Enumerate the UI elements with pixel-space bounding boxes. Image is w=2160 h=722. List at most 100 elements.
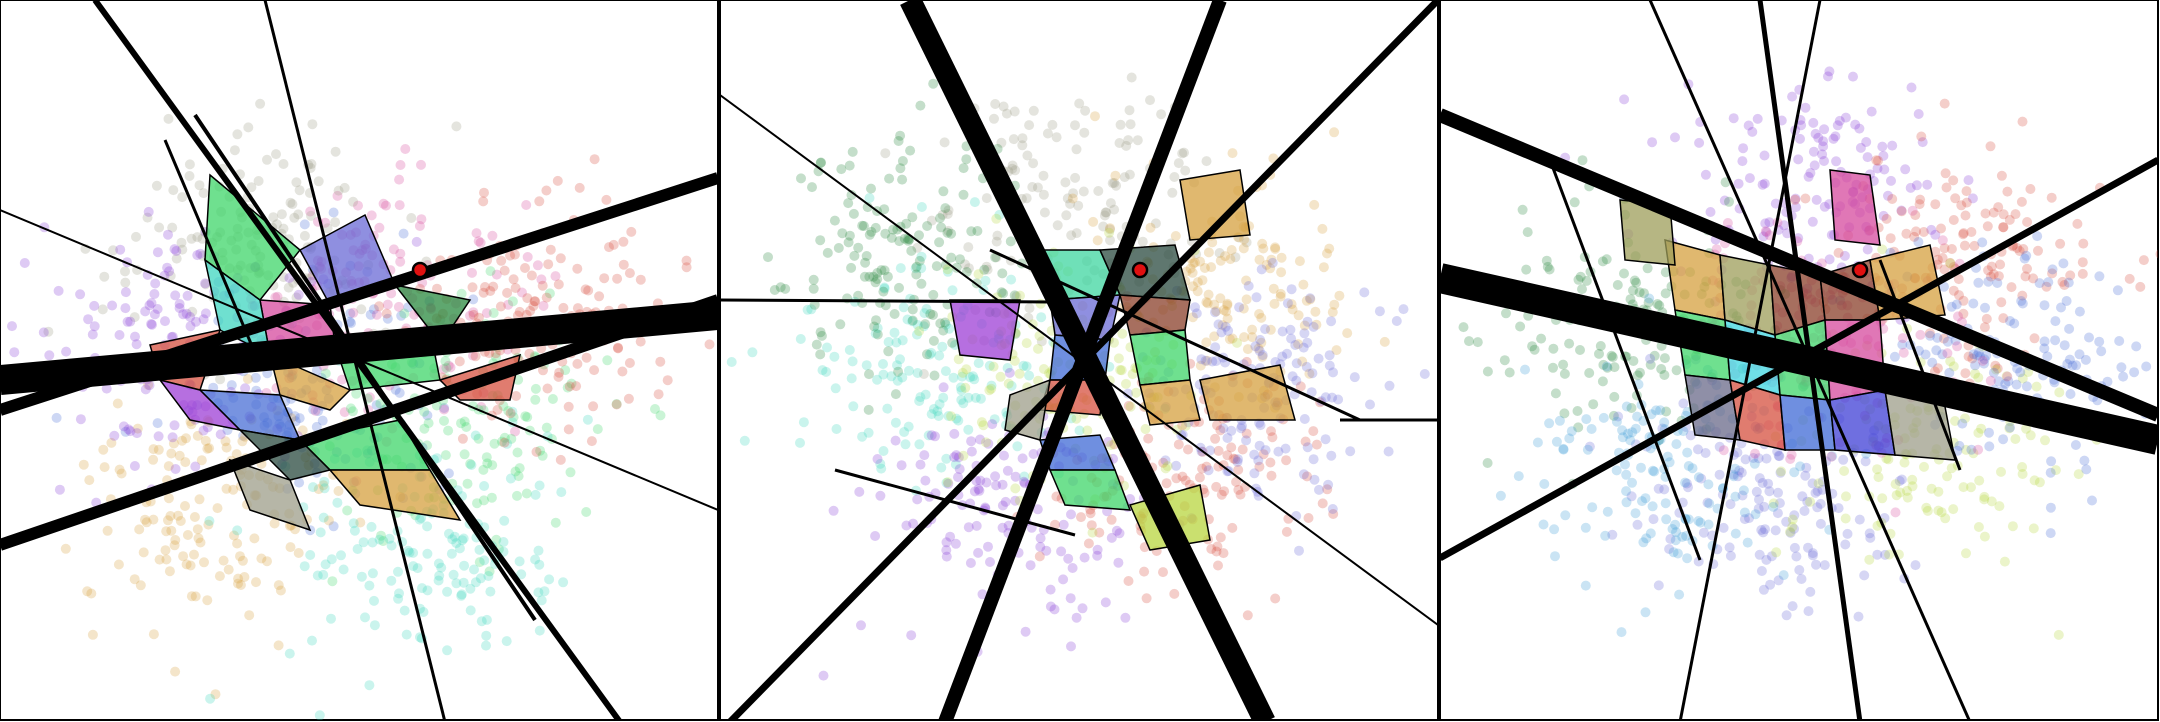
scatter-point xyxy=(1973,522,1984,532)
scatter-point xyxy=(1115,365,1126,375)
scatter-point xyxy=(1115,119,1126,130)
scatter-point xyxy=(445,362,456,373)
scatter-point xyxy=(572,303,583,314)
scatter-point xyxy=(273,580,284,591)
scatter-point xyxy=(1237,444,1248,455)
scatter-point xyxy=(465,605,476,616)
scatter-point xyxy=(466,460,477,470)
scatter-point xyxy=(866,183,876,194)
scatter-point xyxy=(1232,337,1242,348)
scatter-point xyxy=(1659,484,1670,495)
scatter-point xyxy=(1661,514,1672,525)
scatter-point xyxy=(374,534,385,545)
scatter-point xyxy=(1925,330,1936,341)
hyperplane-line xyxy=(1757,0,1863,720)
scatter-point xyxy=(886,371,897,382)
scatter-point xyxy=(499,265,510,276)
scatter-point xyxy=(1203,289,1214,300)
scatter-point xyxy=(1894,476,1905,486)
scatter-point xyxy=(1034,551,1045,562)
scatter-point xyxy=(299,219,310,230)
scatter-point xyxy=(811,339,822,350)
scatter-point xyxy=(1145,222,1156,233)
scatter-point xyxy=(1774,498,1785,509)
scatter-point xyxy=(1517,204,1528,215)
scatter-point xyxy=(1222,450,1233,461)
scatter-point xyxy=(394,200,405,211)
scatter-point xyxy=(448,569,459,580)
scatter-point xyxy=(481,308,492,319)
scatter-point xyxy=(1796,574,1807,584)
scatter-point xyxy=(1251,483,1261,494)
scatter-point xyxy=(1025,560,1036,571)
scatter-point xyxy=(1558,359,1569,370)
scatter-point xyxy=(534,196,545,207)
scatter-point xyxy=(439,404,450,415)
scatter-point xyxy=(1678,426,1689,437)
scatter-point xyxy=(602,355,613,366)
scatter-point xyxy=(1823,71,1833,82)
scatter-point xyxy=(166,525,177,536)
scatter-point xyxy=(1807,548,1818,559)
scatter-point xyxy=(538,300,549,311)
scatter-point xyxy=(406,213,417,223)
scatter-point xyxy=(1773,575,1784,586)
scatter-point xyxy=(497,436,507,447)
scatter-point xyxy=(1301,295,1312,306)
scatter-point xyxy=(2017,462,2028,472)
scatter-point xyxy=(307,635,317,646)
scatter-point xyxy=(1901,228,1912,239)
scatter-point xyxy=(1207,356,1218,367)
scatter-point xyxy=(726,357,737,367)
scatter-point xyxy=(1419,369,1430,379)
scatter-point xyxy=(1588,399,1599,410)
scatter-point xyxy=(278,159,289,169)
scatter-point xyxy=(113,559,124,570)
scatter-point xyxy=(2057,276,2068,287)
scatter-point xyxy=(1094,527,1105,538)
scatter-point xyxy=(1249,468,1260,479)
scatter-point xyxy=(522,412,533,423)
scatter-point xyxy=(1703,519,1714,530)
scatter-point xyxy=(1671,439,1682,450)
scatter-point xyxy=(1672,548,1683,559)
scatter-point xyxy=(194,180,205,191)
scatter-point xyxy=(862,202,873,213)
panel-content xyxy=(0,0,718,720)
panel-content xyxy=(720,0,1438,720)
scatter-point xyxy=(243,122,254,133)
scatter-point xyxy=(1770,525,1781,536)
scatter-point xyxy=(1854,514,1865,525)
scatter-point xyxy=(870,328,881,339)
scatter-point xyxy=(441,363,452,373)
scatter-point xyxy=(939,137,950,148)
scatter-point xyxy=(1756,566,1767,576)
scatter-point xyxy=(181,559,192,570)
scatter-point xyxy=(1757,478,1768,488)
scatter-point xyxy=(1886,175,1896,186)
scatter-point xyxy=(1966,227,1977,237)
scatter-point xyxy=(1980,302,1990,313)
scatter-point xyxy=(1235,489,1246,500)
scatter-point xyxy=(550,271,561,282)
scatter-point xyxy=(1818,141,1829,152)
scatter-point xyxy=(1383,446,1394,457)
scatter-point xyxy=(1124,105,1135,116)
scatter-point xyxy=(1066,641,1076,652)
scatter-point xyxy=(556,487,567,498)
scatter-point xyxy=(2056,302,2066,313)
scatter-point xyxy=(1626,491,1637,502)
scatter-point xyxy=(1255,420,1266,431)
scatter-point xyxy=(1188,258,1199,269)
scatter-point xyxy=(1299,320,1310,331)
scatter-point xyxy=(589,365,600,376)
scatter-point xyxy=(278,223,289,234)
scatter-point xyxy=(1126,72,1137,83)
scatter-point xyxy=(1256,312,1267,323)
scatter-point xyxy=(562,382,573,393)
scatter-point xyxy=(1649,350,1660,361)
scatter-point xyxy=(1768,498,1779,509)
scatter-point xyxy=(882,271,893,282)
scatter-point xyxy=(339,407,350,418)
scatter-point xyxy=(2064,354,2075,365)
